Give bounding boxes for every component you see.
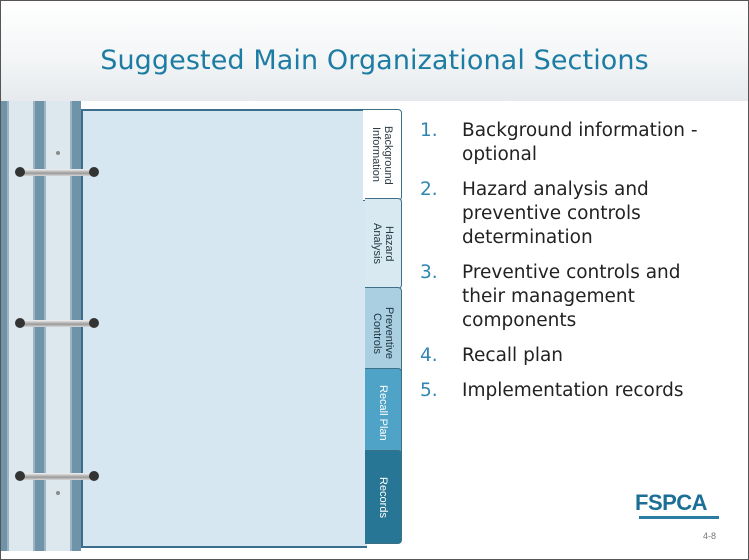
list-text: Preventive controls and their management… (462, 262, 681, 331)
binder-illustration (1, 101, 403, 551)
binder-page (81, 109, 367, 548)
tab-records: Records (365, 450, 402, 544)
tab-label: Records (377, 476, 389, 518)
ring-end (15, 167, 25, 177)
list-item: 2. Hazard analysis and preventive contro… (420, 178, 725, 250)
tab-preventive-controls: Preventive Controls (365, 287, 402, 379)
tab-recall-plan: Recall Plan (365, 368, 402, 458)
tab-background-information: Background Information (363, 109, 402, 201)
list-number: 4. (420, 345, 438, 366)
fspca-logo: FSPCA (635, 490, 725, 532)
list-item: 4. Recall plan (420, 344, 725, 368)
ring-end (89, 167, 99, 177)
list-text: Background information - optional (462, 120, 698, 165)
binder-ring (21, 473, 93, 480)
list-text: Hazard analysis and preventive controls … (462, 179, 649, 248)
tab-label: Background Information (370, 125, 394, 185)
logo-text: FSPCA (635, 490, 708, 515)
tab-label: Preventive Controls (371, 307, 395, 359)
list-text: Implementation records (462, 380, 684, 401)
rivet (56, 151, 60, 155)
ring-end (15, 318, 25, 328)
binder-ring (21, 320, 93, 327)
tab-label: Hazard Analysis (371, 223, 395, 264)
rivet (56, 491, 60, 495)
list-number: 2. (420, 179, 438, 200)
tab-label: Recall Plan (377, 385, 389, 441)
ring-end (89, 471, 99, 481)
list-number: 5. (420, 380, 438, 401)
list-number: 1. (420, 120, 438, 141)
ring-end (89, 318, 99, 328)
ring-end (15, 471, 25, 481)
slide-title: Suggested Main Organizational Sections (100, 45, 649, 76)
page-number: 4-8 (703, 531, 717, 541)
tab-hazard-analysis: Hazard Analysis (365, 198, 402, 289)
title-band (1, 1, 748, 101)
list-item: 5. Implementation records (420, 379, 725, 403)
binder-ring (21, 169, 93, 176)
list-item: 3. Preventive controls and their managem… (420, 261, 725, 333)
logo-bar (639, 516, 719, 519)
list-number: 3. (420, 262, 438, 283)
list-item: 1. Background information - optional (420, 119, 725, 167)
sections-list: 1. Background information - optional 2. … (420, 119, 725, 414)
list-text: Recall plan (462, 345, 564, 366)
